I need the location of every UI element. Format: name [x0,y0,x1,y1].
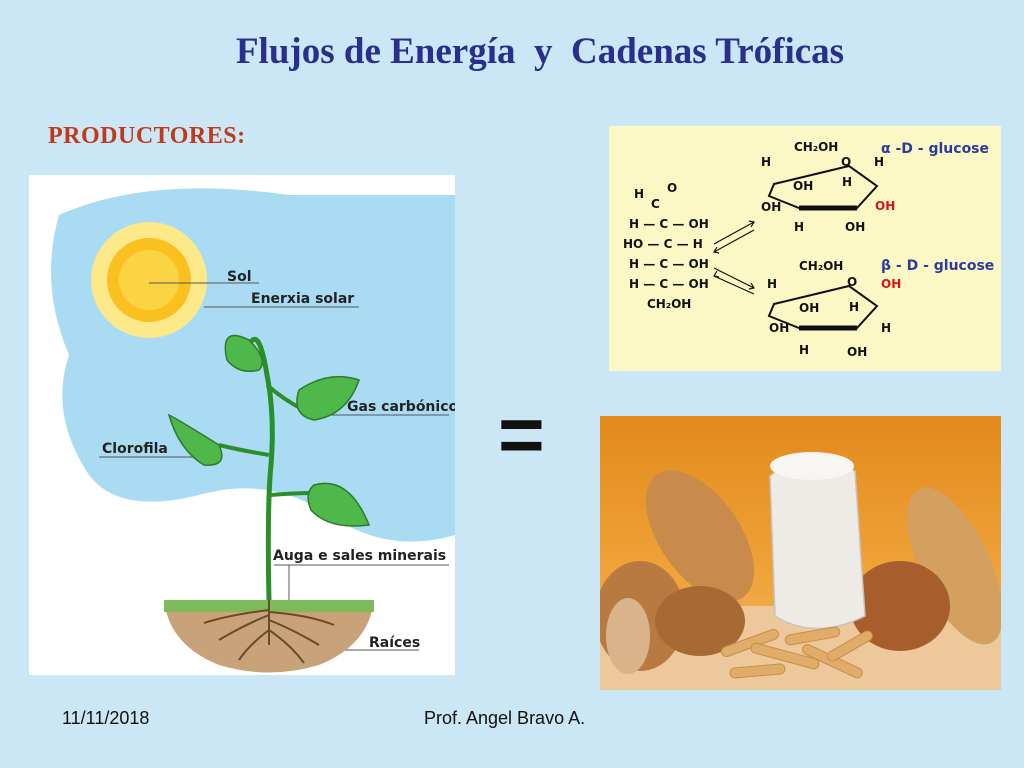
beta-glucose-ring: CH₂OH O H OH OH H OH H H OH β - D - gluc… [767,258,994,359]
svg-text:H: H [849,300,859,314]
label-sun: Sol [227,269,252,285]
svg-text:HO — C — H: HO — C — H [623,237,703,251]
loaf-right-baguette [907,487,1001,645]
bread-illustration [600,416,1001,690]
equals-sign: = [498,390,545,479]
svg-text:O: O [841,155,851,169]
svg-text:O: O [667,181,677,195]
svg-text:CH₂OH: CH₂OH [799,259,843,273]
alpha-glucose-ring: CH₂OH O H H OH OH H OH H OH α -D - gluco… [761,140,989,234]
alpha-glucose-label: α -D - glucose [881,141,989,157]
svg-text:H: H [874,155,884,169]
svg-text:OH: OH [799,301,819,315]
label-chlorophyll: Clorofila [102,441,168,457]
plant-diagram: Sol Enerxia solar Gas carbónico Clorofil… [29,175,455,675]
section-heading: PRODUCTORES: [48,123,246,149]
svg-text:CH₂OH: CH₂OH [794,140,838,154]
breadsticks [721,626,873,679]
svg-text:OH: OH [847,345,867,359]
svg-text:OH: OH [769,321,789,335]
svg-text:OH: OH [845,220,865,234]
equilibrium-arrows [713,220,755,295]
svg-text:OH: OH [875,199,895,213]
loaf-round [850,561,950,651]
bread-photo [600,416,1001,690]
svg-text:H: H [799,343,809,357]
roots [203,600,335,664]
svg-text:OH: OH [761,200,781,214]
footer-author: Prof. Angel Bravo A. [424,708,586,728]
glucose-diagram: H O C H — C — OH HO — C — H H — C — OH H… [609,126,1001,371]
glucose-structures: H O C H — C — OH HO — C — H H — C — OH H… [623,140,994,359]
plant-illustration: Sol Enerxia solar Gas carbónico Clorofil… [51,188,455,673]
svg-text:H: H [794,220,804,234]
svg-text:H: H [767,277,777,291]
label-water-minerals: Auga e sales minerais [273,548,446,564]
flour-sack [769,459,866,630]
svg-text:OH: OH [793,179,813,193]
slide-title: Flujos de Energía y Cadenas Tróficas [235,31,845,72]
svg-text:H: H [761,155,771,169]
loaf-left-long [645,470,755,602]
svg-text:CH₂OH: CH₂OH [647,297,691,311]
leaves [167,334,371,527]
beta-glucose-label: β - D - glucose [881,258,994,274]
label-solar-energy: Enerxia solar [251,291,354,307]
footer-date: 11/11/2018 [62,708,150,728]
svg-text:C: C [651,197,660,211]
svg-text:H: H [842,175,852,189]
svg-text:H: H [634,187,644,201]
svg-text:OH: OH [881,277,901,291]
svg-text:O: O [847,275,857,289]
open-chain-glucose: H O C H — C — OH HO — C — H H — C — OH H… [623,181,709,311]
svg-text:H — C — OH: H — C — OH [629,277,709,291]
stem [246,336,275,601]
label-co2: Gas carbónico [347,399,455,415]
loaf-center-bun [655,586,745,656]
label-roots: Raíces [369,635,420,651]
svg-text:H — C — OH: H — C — OH [629,217,709,231]
svg-text:H: H [881,321,891,335]
svg-text:H — C — OH: H — C — OH [629,257,709,271]
